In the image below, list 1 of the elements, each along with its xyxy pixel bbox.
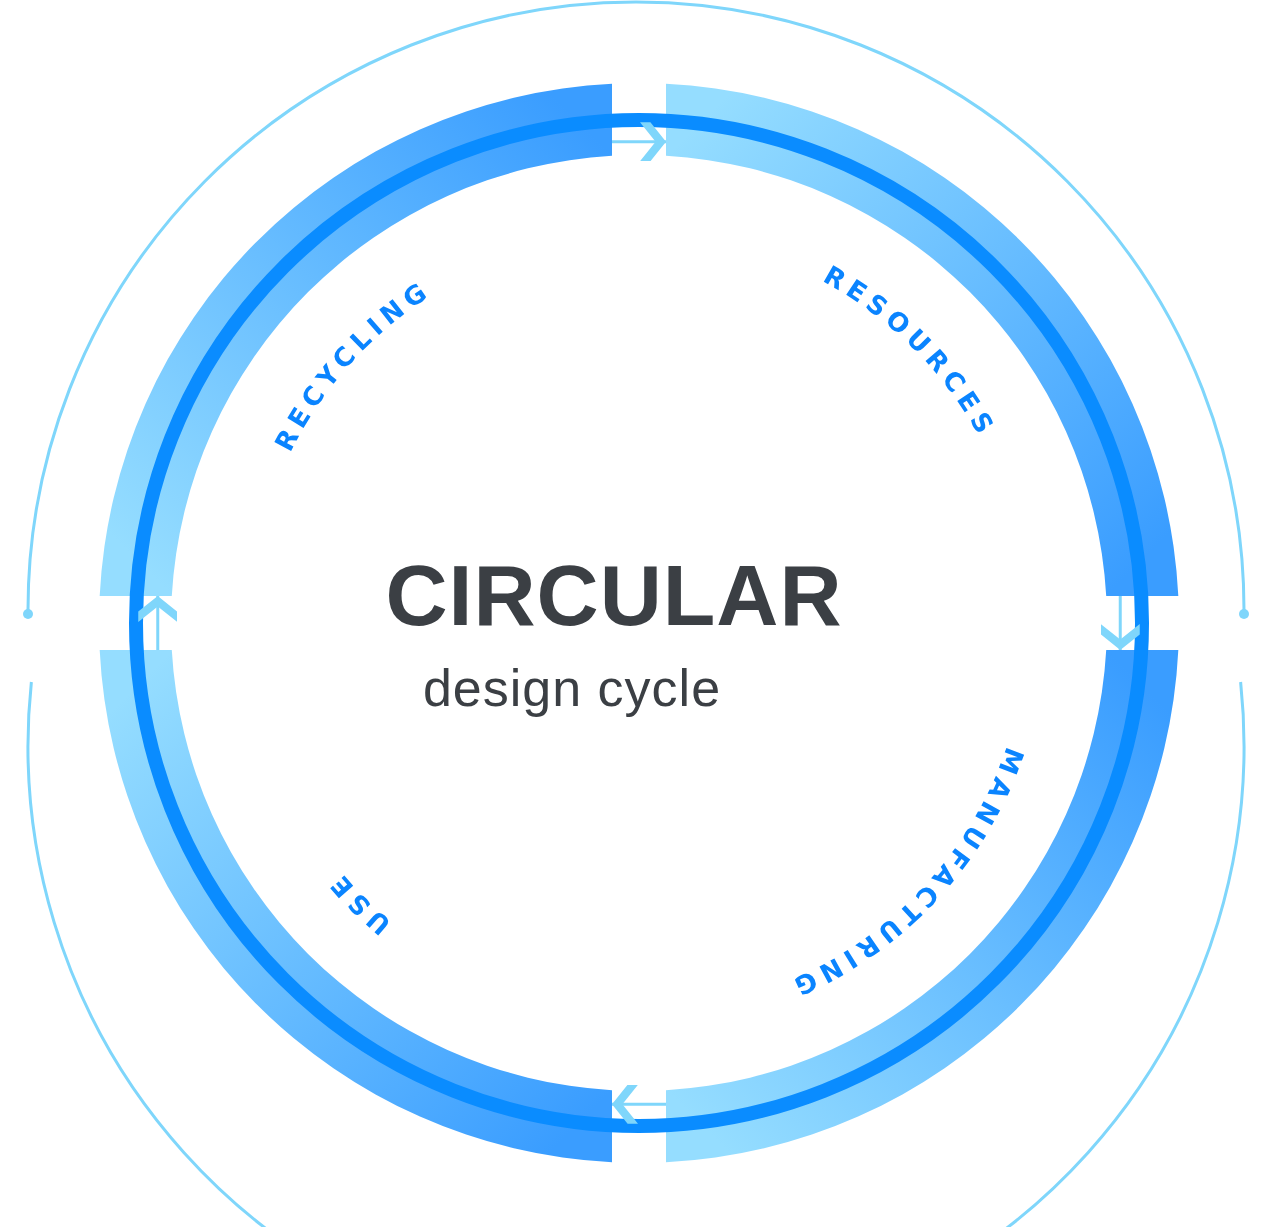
title: CIRCULAR: [385, 552, 843, 638]
